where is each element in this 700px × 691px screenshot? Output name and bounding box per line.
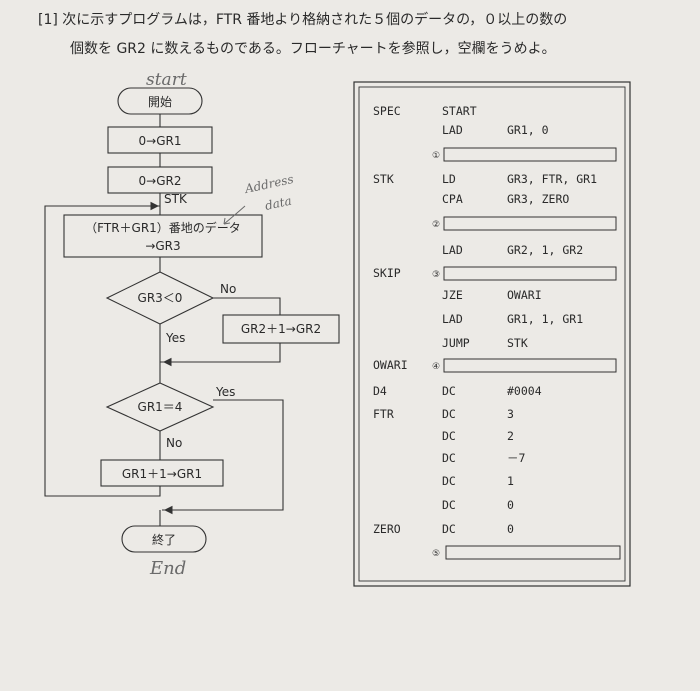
program-label: D4 [373,384,387,398]
program-label: OWARI [373,358,408,372]
program-op: DC [442,429,456,443]
inc-gr2-label: GR2＋1→GR2 [241,322,321,336]
program-operand: 3 [507,407,514,421]
end-terminal [121,525,207,553]
load-label-2: →GR3 [145,239,180,253]
handwritten-start: start [146,70,187,90]
program-operand: #0004 [507,384,542,398]
blank-number: ① [432,151,440,161]
blank-number: ② [432,220,440,230]
program-operand: OWARI [507,288,542,302]
program-operand: 0 [507,498,514,512]
handwritten-data: data [264,194,293,213]
program-op: LD [442,172,456,186]
blank-number: ③ [432,270,440,280]
end-label: 終了 [152,532,176,547]
decision-1-no: No [220,282,236,296]
program-op: LAD [442,312,463,326]
program-op: CPA [442,192,463,206]
flowchart [44,87,340,553]
stk-connector-label: STK [164,192,188,206]
program-operand: STK [507,336,528,350]
program-label: ZERO [373,522,401,536]
program-listing: SPEC START LAD GR1, 0 ① STK LD GR3, FTR, GR1CPA… [373,104,621,560]
program-op: JUMP [442,336,470,350]
program-operand: GR1, 1, GR1 [507,312,583,326]
init-gr1-label: 0→GR1 [139,134,182,148]
program-label: SKIP [373,266,401,280]
answer-blank[interactable] [443,147,617,162]
box-inc-gr1 [100,459,224,487]
program-operand: －7 [507,451,525,465]
program-operand: GR3, ZERO [507,192,569,206]
answer-blank[interactable] [443,216,617,231]
decision-1-label: GR3＜0 [138,291,183,305]
program-operand: 0 [507,522,514,536]
program-op: JZE [442,288,463,302]
program-operand: 2 [507,429,514,443]
program-label: SPEC [373,104,401,118]
blank-number: ⑤ [432,549,440,559]
program-op: DC [442,451,456,465]
program-operand: GR2, 1, GR2 [507,243,583,257]
init-gr2-label: 0→GR2 [139,174,182,188]
answer-blank[interactable] [443,358,617,373]
program-operand: 1 [507,474,514,488]
program-op: DC [442,522,456,536]
decision-2-label: GR1＝4 [138,400,183,414]
program-label: FTR [373,407,394,421]
program-op: DC [442,384,456,398]
box-load-gr3 [63,214,263,258]
program-label: STK [373,172,394,186]
decision-1-yes: Yes [165,331,185,345]
decision-2-no: No [166,436,182,450]
box-inc-gr2 [222,314,340,344]
program-op: START [442,104,477,118]
program-op: LAD [442,243,463,257]
load-label-1: （FTR＋GR1）番地のデータ [85,220,241,235]
program-box-inner [358,86,626,582]
answer-blank[interactable] [443,266,617,281]
handwritten-arrow [223,205,246,225]
program-op: DC [442,407,456,421]
answer-blank[interactable] [445,545,621,560]
handwritten-end: End [149,558,186,579]
question-line-2: 個数を GR2 に数えるものである。フローチャートを参照し，空欄をうめよ。 [70,41,556,57]
program-op: DC [442,474,456,488]
handwritten-address: Address [243,172,295,196]
decision-2-yes: Yes [215,385,235,399]
program-op: DC [442,498,456,512]
blank-number: ④ [432,362,440,372]
program-operand: GR3, FTR, GR1 [507,172,597,186]
question-line-1: [1] 次に示すプログラムは，FTR 番地より格納された５個のデータの，０以上の… [38,12,568,28]
program-operand: GR1, 0 [507,123,549,137]
start-label: 開始 [148,95,172,109]
program-box-outer [353,81,631,587]
program-op: LAD [442,123,463,137]
inc-gr1-label: GR1＋1→GR1 [122,467,202,481]
